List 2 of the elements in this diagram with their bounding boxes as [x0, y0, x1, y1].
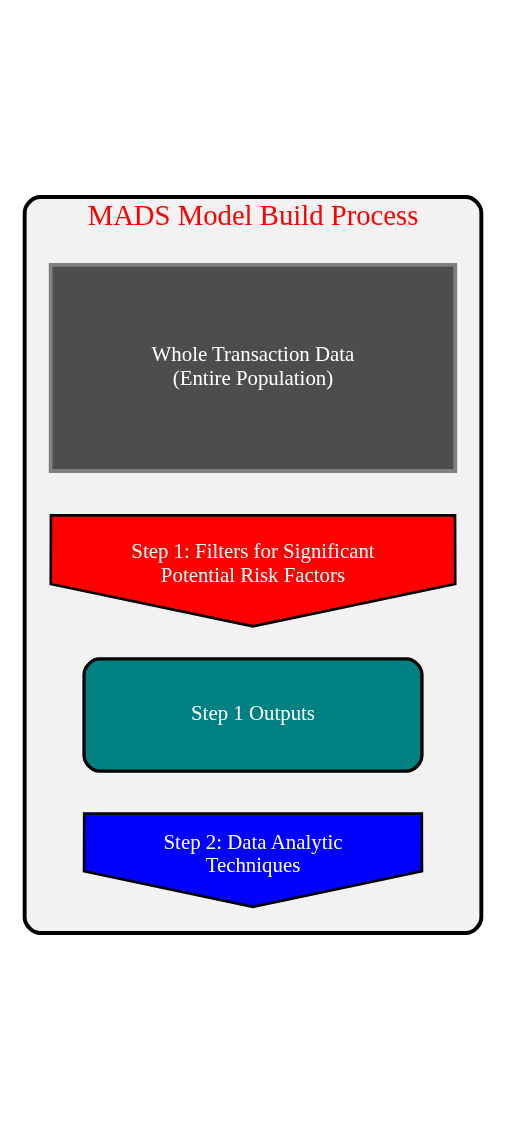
node-box: Step 1 Outputs: [81, 656, 424, 773]
node-box: Whole Transaction Data (Entire Population): [48, 262, 457, 473]
